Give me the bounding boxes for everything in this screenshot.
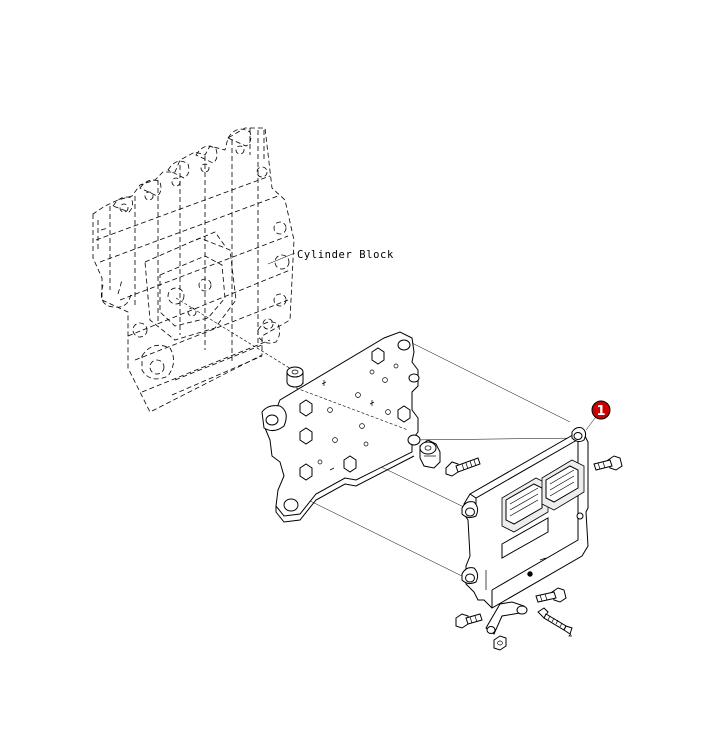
spacer <box>286 366 304 388</box>
bolt-lower-right <box>535 587 567 603</box>
ecm-module <box>461 427 589 609</box>
ground-strap <box>485 601 528 635</box>
bolt-lower-left <box>455 613 483 629</box>
callout-1-circle <box>591 400 611 420</box>
mounting-bracket <box>261 331 421 523</box>
bolt-upper-right <box>593 455 623 471</box>
callout-1-number: 1 <box>596 404 605 419</box>
cylinder-block <box>92 127 295 413</box>
nut <box>493 635 507 651</box>
cylinder-block-label: Cylinder Block <box>297 249 394 261</box>
bolt-upper-left <box>445 457 481 477</box>
isolator-mount <box>419 439 441 469</box>
callout-1: 1 <box>585 400 611 431</box>
stud <box>537 607 573 637</box>
